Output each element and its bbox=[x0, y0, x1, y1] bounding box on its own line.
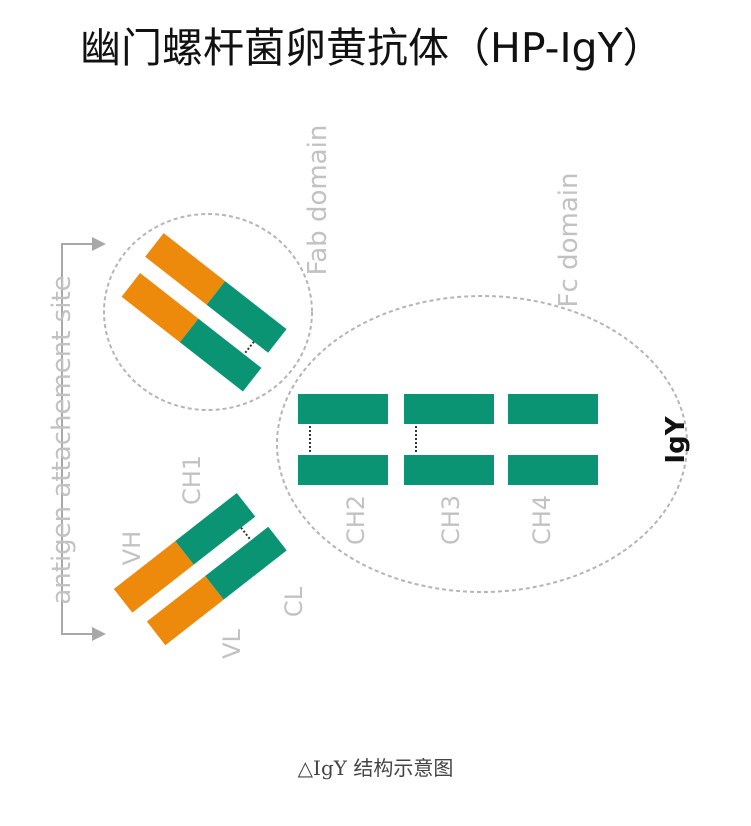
ch1-label: CH1 bbox=[178, 455, 206, 505]
fc-domain-outline bbox=[276, 295, 688, 593]
fc-ch4-upper-block bbox=[508, 394, 598, 424]
antigen-lower-arrow-icon bbox=[92, 627, 106, 641]
fab-domain-outline bbox=[103, 213, 313, 411]
vl-label: VL bbox=[218, 628, 246, 658]
lower-disulfide-bond bbox=[240, 527, 252, 541]
upper-fab-arm bbox=[121, 233, 287, 392]
lower-vl-segment bbox=[146, 575, 224, 646]
figure-caption: △IgY 结构示意图 bbox=[297, 756, 454, 780]
igy-label: IgY bbox=[661, 415, 691, 463]
antigen-bracket-line bbox=[61, 243, 96, 635]
fc-domain-label: Fc domain bbox=[554, 173, 584, 308]
antigen-upper-arrow-icon bbox=[92, 237, 106, 251]
lower-fab-arm bbox=[113, 492, 287, 646]
fc-ch3-upper-block bbox=[404, 394, 494, 424]
fc-ch2-upper-block bbox=[298, 394, 388, 424]
antigen-site-label: antigen attachement site bbox=[47, 275, 77, 604]
fc-ch4-lower-block bbox=[508, 455, 598, 485]
upper-ch1-segment bbox=[206, 281, 287, 353]
upper-vh-segment bbox=[145, 233, 226, 305]
upper-disulfide-bond bbox=[243, 341, 255, 355]
lower-vh-segment bbox=[113, 540, 194, 613]
ch3-label: CH3 bbox=[437, 495, 465, 545]
lower-ch1-segment bbox=[175, 492, 256, 565]
vh-label: VH bbox=[118, 531, 146, 565]
ch2-label: CH2 bbox=[342, 495, 370, 545]
lower-cl-segment bbox=[205, 526, 287, 600]
cl-label: CL bbox=[280, 586, 308, 617]
fc-ch2-lower-block bbox=[298, 455, 388, 485]
page-title: 幽门螺杆菌卵黄抗体（HP-IgY） bbox=[80, 24, 664, 72]
upper-cl-segment bbox=[179, 318, 262, 392]
fc-ch3-lower-block bbox=[404, 455, 494, 485]
upper-vl-segment bbox=[121, 273, 199, 343]
ch4-label: CH4 bbox=[528, 495, 556, 545]
fab-domain-label: Fab domain bbox=[303, 125, 333, 276]
